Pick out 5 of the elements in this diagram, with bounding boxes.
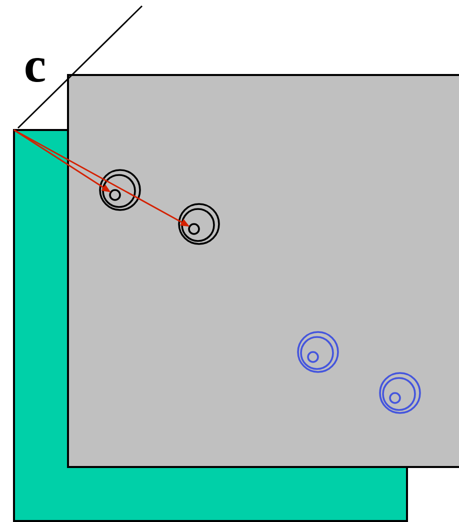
small-circle (109, 189, 121, 201)
panel-letter: c (26, 58, 45, 82)
small-circle (188, 223, 200, 235)
small-circle (307, 351, 319, 363)
small-circle (389, 392, 401, 404)
